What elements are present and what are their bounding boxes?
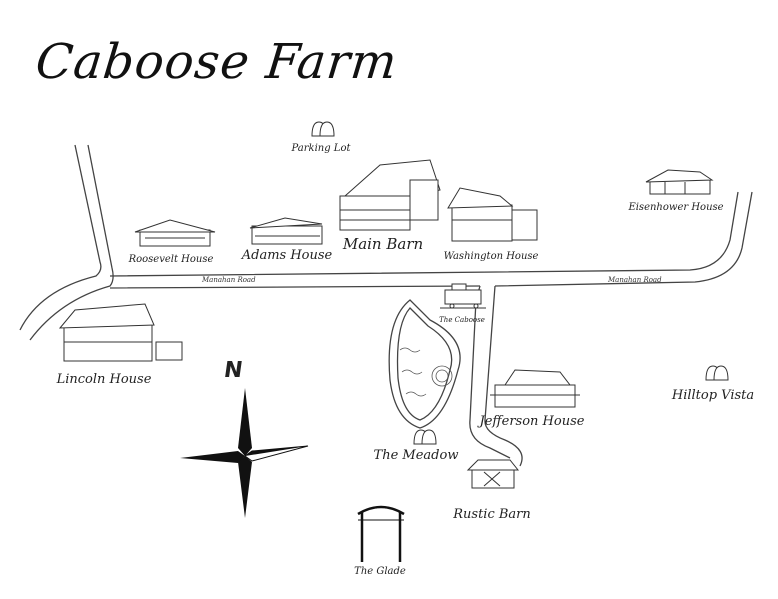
location-hilltop-vista[interactable]: Hilltop Vista: [671, 388, 755, 403]
location-adams-house[interactable]: Adams House: [241, 248, 333, 263]
location-the-glade[interactable]: The Glade: [354, 566, 406, 577]
location-roosevelt-house[interactable]: Roosevelt House: [128, 254, 214, 265]
washington-house-drawing: [447, 187, 538, 242]
hilltop-vista-bells-icon: [705, 365, 729, 381]
compass-north-label: N: [222, 358, 245, 383]
meadow-bells-icon: [413, 429, 437, 445]
location-parking-lot[interactable]: Parking Lot: [291, 143, 351, 154]
location-eisenhower-house[interactable]: Eisenhower House: [628, 202, 724, 213]
eisenhower-house-drawing: [645, 169, 714, 195]
road-label: Manahan Road: [202, 276, 256, 284]
location-jefferson-house[interactable]: Jefferson House: [479, 414, 585, 429]
location-washington-house[interactable]: Washington House: [443, 251, 539, 262]
main-barn-drawing: [339, 159, 441, 231]
glade-arch-icon: [357, 505, 405, 562]
compass-rose-icon: [180, 388, 309, 518]
roosevelt-house-drawing: [134, 219, 216, 247]
location-the-meadow[interactable]: The Meadow: [373, 448, 459, 463]
rustic-barn-drawing: [466, 459, 520, 489]
road-label: Manahan Road: [608, 276, 662, 284]
caboose-drawing: [440, 283, 486, 309]
roads: [19, 144, 753, 467]
pond-waves: [399, 347, 453, 397]
parking-lot-bells-icon: [311, 121, 335, 137]
meadow-path-loop: [388, 299, 461, 429]
lincoln-house-drawing: [58, 303, 183, 362]
jefferson-house-drawing: [490, 369, 580, 408]
location-main-barn[interactable]: Main Barn: [342, 235, 424, 253]
location-rustic-barn[interactable]: Rustic Barn: [453, 507, 531, 522]
adams-house-drawing: [249, 217, 323, 245]
location-the-caboose[interactable]: The Caboose: [439, 316, 485, 324]
map-title: Caboose Farm: [33, 34, 401, 90]
location-lincoln-house[interactable]: Lincoln House: [56, 372, 152, 387]
